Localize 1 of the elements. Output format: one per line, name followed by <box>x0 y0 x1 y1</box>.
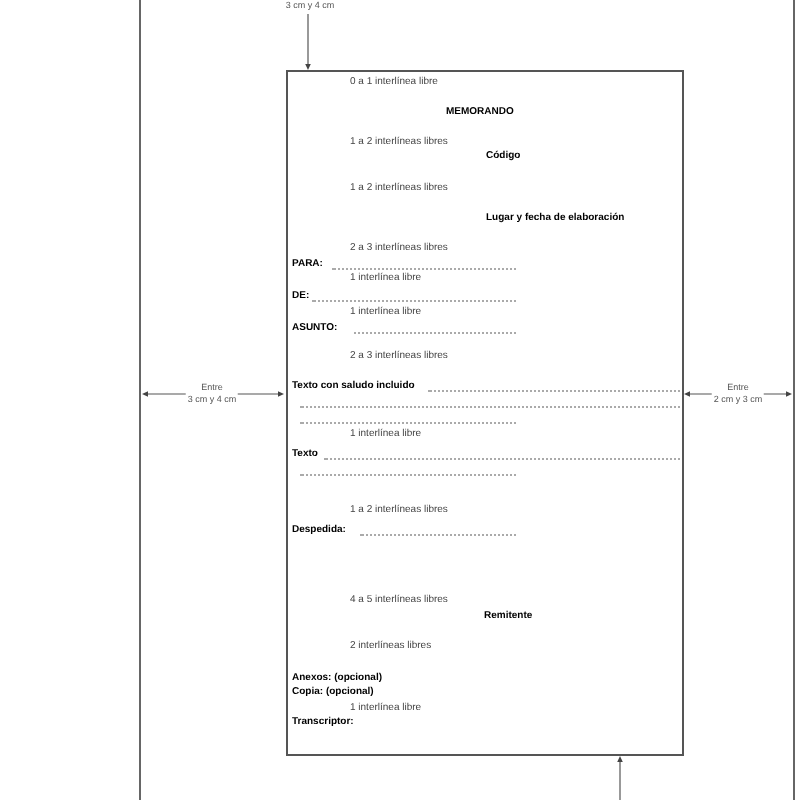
page-box <box>286 70 684 756</box>
